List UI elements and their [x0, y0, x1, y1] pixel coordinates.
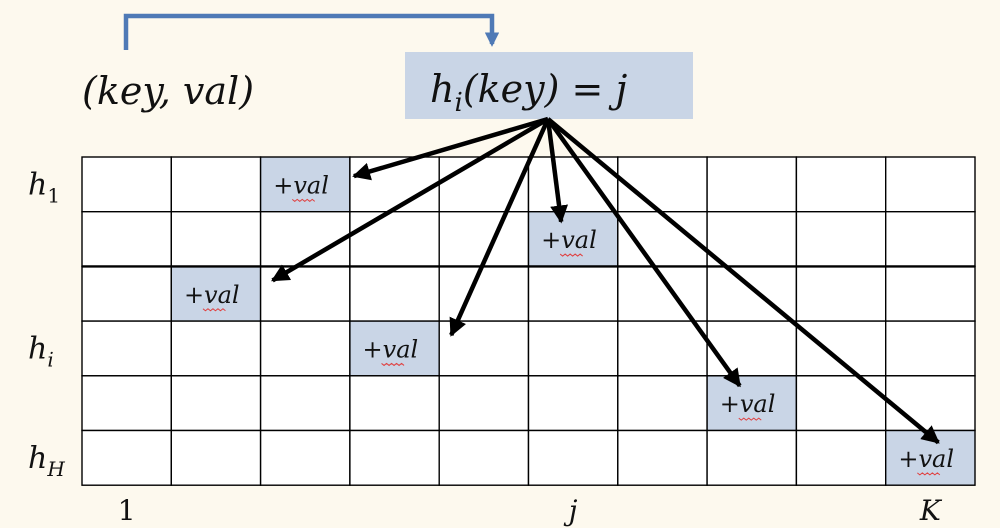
grid-cell: [259, 210, 351, 268]
row-label: h1: [28, 167, 60, 207]
grid-cell: [617, 375, 708, 432]
spellcheck-squiggle: [559, 253, 583, 257]
row-label: hi: [28, 331, 54, 371]
cell-value-text: +val: [184, 281, 240, 309]
hash-arrow: [271, 117, 550, 283]
grid-cell: [438, 156, 530, 213]
grid-cell: [885, 375, 976, 432]
sketch-grid: +val +val +val +val +val +val: [81, 156, 976, 486]
grid-cell-highlighted: [706, 375, 798, 432]
grid-cell: [81, 265, 173, 322]
hash-box: [405, 52, 693, 119]
cell-value-text: +val: [273, 171, 329, 199]
spellcheck-squiggle: [291, 198, 316, 202]
grid-cell: [259, 429, 351, 486]
hash-arrow: [546, 117, 742, 388]
column-label: 1: [118, 494, 136, 527]
grid-cell: [170, 375, 262, 432]
grid-cell: [527, 375, 619, 432]
grid-cell: [795, 375, 887, 432]
grid-cell: [795, 265, 887, 322]
grid-cell: [259, 375, 351, 432]
spellcheck-squiggle: [917, 472, 941, 476]
grid-cell: [885, 265, 976, 322]
column-labels: 1 j K: [118, 494, 943, 527]
grid-cell: [706, 320, 798, 377]
hash-arrow: [546, 117, 940, 445]
hash-label: hi(key) = j: [430, 67, 627, 118]
cell-value-text: +val: [541, 226, 597, 254]
grid-cell: [81, 320, 173, 377]
hash-arrow: [545, 118, 569, 224]
grid-cell: [885, 320, 976, 377]
grid-cell: [617, 429, 708, 486]
grid-cell: [617, 320, 708, 377]
grid-cell: [527, 265, 619, 322]
grid-cell: [349, 265, 440, 322]
grid-cell: [885, 156, 976, 213]
grid-cell: [170, 210, 262, 268]
grid-cell: [527, 429, 619, 486]
grid-cell: [81, 210, 173, 268]
column-label: K: [919, 494, 943, 527]
hash-arrow: [352, 116, 549, 181]
grid-cell: [81, 375, 173, 432]
grid-cell: [81, 156, 173, 213]
hash-arrows: [271, 116, 940, 445]
grid-cell: [617, 156, 708, 213]
grid-cell: [706, 210, 798, 268]
spellcheck-squiggle: [202, 308, 226, 312]
grid-cell: [527, 320, 619, 377]
grid-cell: [438, 375, 530, 432]
grid-cell: [706, 429, 798, 486]
grid-cell: [438, 429, 530, 486]
grid-cell: [259, 265, 351, 322]
grid-cell: [706, 156, 798, 213]
column-label: j: [563, 494, 578, 527]
cell-value-text: +val: [363, 335, 419, 363]
grid-cell: [885, 210, 976, 268]
grid-cell: [259, 320, 351, 377]
grid-cell: [170, 320, 262, 377]
grid-cell: [170, 156, 262, 213]
grid-cell: [170, 429, 262, 486]
spellcheck-squiggle: [738, 417, 762, 421]
hash-arrow: [449, 118, 551, 337]
grid-cell-highlighted: [349, 320, 440, 377]
grid-cell: [438, 265, 530, 322]
grid-cell: [795, 320, 887, 377]
grid-cell: [349, 429, 440, 486]
grid-cell: [349, 210, 440, 268]
pair-label: (key, val): [82, 69, 254, 113]
cell-value-text: +val: [898, 445, 954, 473]
grid-cell: [795, 429, 887, 486]
grid-cell: [795, 210, 887, 268]
spellcheck-squiggle: [381, 362, 405, 367]
grid-cell: [795, 156, 887, 213]
cell-value-text: +val: [720, 390, 776, 418]
grid-cell: [349, 375, 440, 432]
row-label: hH: [28, 441, 65, 481]
connector-arrow: [123, 13, 500, 50]
row-labels: h1 hi hH: [28, 167, 65, 481]
grid-cell: [81, 429, 173, 486]
